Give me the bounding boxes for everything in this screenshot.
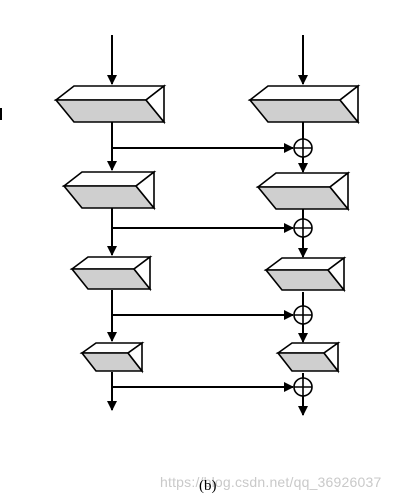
right-block-1-side-face bbox=[338, 84, 359, 125]
left-block-1 bbox=[53, 84, 167, 125]
left-block-4-side-face bbox=[126, 341, 143, 374]
left-block-2 bbox=[61, 170, 157, 211]
lateral-connections bbox=[112, 143, 294, 392]
right-block-2-side-face bbox=[328, 171, 349, 212]
right-column bbox=[247, 35, 361, 416]
add-node-3 bbox=[293, 305, 313, 325]
left-block-3 bbox=[69, 255, 153, 292]
add-node-2 bbox=[293, 218, 313, 238]
right-block-4-side-face bbox=[322, 341, 339, 374]
right-block-1 bbox=[247, 84, 361, 125]
add-node-4 bbox=[293, 377, 313, 397]
right-block-2 bbox=[255, 171, 351, 212]
left-block-4 bbox=[79, 341, 145, 374]
left-block-3-side-face bbox=[132, 255, 151, 292]
left-block-2-side-face bbox=[134, 170, 155, 211]
right-block-3 bbox=[263, 256, 347, 293]
figure-caption: (b) bbox=[199, 478, 217, 494]
left-column bbox=[53, 35, 167, 411]
edge-mark bbox=[0, 108, 2, 120]
right-block-3-side-face bbox=[326, 256, 345, 293]
watermark-text: https://blog.csdn.net/qq_36926037 bbox=[160, 474, 382, 490]
right-block-4 bbox=[275, 341, 341, 374]
left-block-1-side-face bbox=[144, 84, 165, 125]
add-node-1 bbox=[293, 138, 313, 158]
